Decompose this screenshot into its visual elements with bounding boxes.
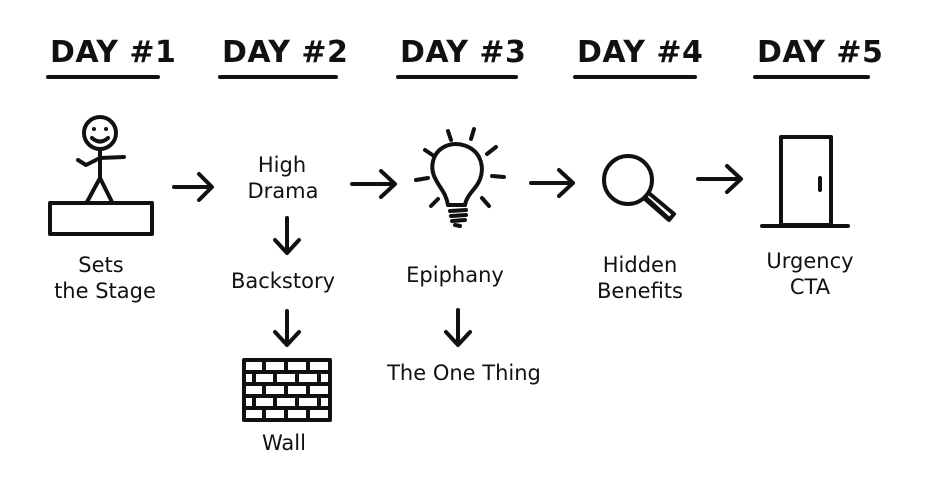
figure-right-arm <box>98 155 126 160</box>
arrow-right-icon <box>696 164 743 194</box>
day-2-title: DAY #2 <box>222 35 348 70</box>
arrow-down-icon <box>444 308 472 347</box>
day-4-label-line-1: Hidden <box>603 253 678 277</box>
arrow-right-icon <box>350 169 397 199</box>
figure-smile <box>90 136 110 144</box>
magnifying-glass-icon <box>602 154 676 222</box>
figure-right-eye <box>104 127 108 131</box>
day-2-label-line-2: Drama <box>248 179 319 203</box>
arrow-right-icon <box>529 168 575 198</box>
day-2-sub-label-wall: Wall <box>262 431 306 455</box>
figure-right-leg <box>98 176 114 204</box>
day-1-title: DAY #1 <box>50 35 176 70</box>
day-5-title: DAY #5 <box>757 35 883 70</box>
day-1-label-line-1: Sets <box>78 253 123 277</box>
day-3-sub-label-the-one-thing: The One Thing <box>386 361 541 385</box>
arrow-right-icon <box>172 172 214 202</box>
arrow-down-icon <box>273 216 301 255</box>
figure-left-arm <box>76 156 102 167</box>
stick-figure-on-stage-icon <box>48 115 154 236</box>
day-2-sub-label-backstory: Backstory <box>231 269 335 293</box>
day-3-label: Epiphany <box>406 263 504 287</box>
day-4-title: DAY #4 <box>577 35 703 70</box>
day-header-5: DAY #5 <box>753 35 883 79</box>
day-1-label-line-2: the Stage <box>54 279 156 303</box>
figure-left-eye <box>92 127 96 131</box>
day-3-title: DAY #3 <box>400 35 526 70</box>
day-4-label-line-2: Benefits <box>597 279 683 303</box>
day-5-label-line-1: Urgency <box>766 249 853 273</box>
day-2-label-line-1: High <box>258 153 306 177</box>
figure-head <box>82 115 118 151</box>
arrow-down-icon <box>273 309 301 347</box>
day-header-4: DAY #4 <box>573 35 703 79</box>
door-icon <box>760 135 850 228</box>
stage-box <box>48 201 154 236</box>
day-header-2: DAY #2 <box>218 35 348 79</box>
light-bulb-icon <box>414 127 506 228</box>
day-5-label-line-2: CTA <box>790 275 831 299</box>
day-header-1: DAY #1 <box>46 35 176 79</box>
figure-left-leg <box>85 176 102 204</box>
day-header-3: DAY #3 <box>396 35 526 79</box>
brick-wall-icon <box>242 358 332 422</box>
